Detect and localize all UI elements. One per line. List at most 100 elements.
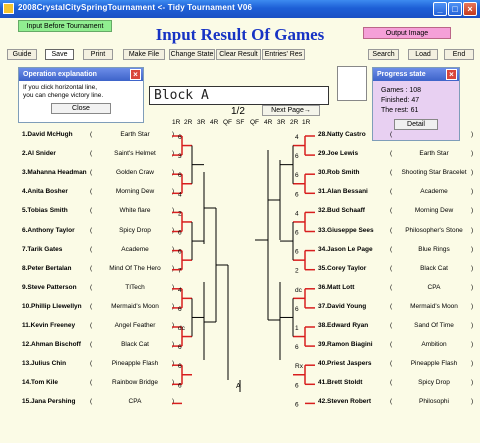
player-row[interactable]: 8.Peter Bertalan(Mind Of The Hero) — [22, 265, 174, 276]
player-row[interactable]: 11.Kevin Freeney(Angel Feather) — [22, 322, 174, 333]
player-row[interactable]: 41.Brett Stoldt(Spicy Drop) — [318, 379, 473, 390]
bracket-close-paren: ) — [172, 283, 175, 291]
player-row[interactable]: 12.Ahman Bischoff(Black Cat) — [22, 341, 174, 352]
team-name: Rainbow Bridge — [112, 379, 158, 387]
match-score[interactable]: 6 — [295, 382, 299, 389]
player-row[interactable]: 14.Tom Kile(Rainbow Bridge) — [22, 379, 174, 390]
entries-result-button[interactable]: Entries' Res — [262, 49, 305, 60]
match-score[interactable]: 6 — [178, 230, 182, 237]
team-name: TITech — [125, 283, 145, 291]
player-row[interactable]: 3.Mahanna Headman(Golden Craw) — [22, 169, 174, 180]
player-row[interactable]: 28.Natty Castro() — [318, 131, 473, 142]
close-icon[interactable]: × — [130, 69, 141, 80]
match-score[interactable]: 1 — [295, 325, 299, 332]
player-row[interactable]: 34.Jason Le Page(Blue Rings) — [318, 246, 473, 257]
match-score[interactable]: 6 — [295, 172, 299, 179]
match-score[interactable]: 6 — [178, 134, 182, 141]
player-name: 36.Matt Lott — [318, 283, 355, 291]
guide-button[interactable]: Guide — [7, 49, 37, 60]
match-score[interactable]: 6 — [295, 153, 299, 160]
player-name: 33.Giuseppe Sees — [318, 226, 374, 234]
player-row[interactable]: 37.David Young(Mermaid's Moon) — [318, 303, 473, 314]
change-state-button[interactable]: Change State — [169, 49, 215, 60]
player-row[interactable]: 6.Anthony Taylor(Spicy Drop) — [22, 227, 174, 238]
match-score[interactable]: 6 — [178, 344, 182, 351]
player-row[interactable]: 13.Julius Chin(Pineapple Flash) — [22, 360, 174, 371]
player-row[interactable]: 2.Al Snider(Saint's Helmet) — [22, 150, 174, 161]
input-before-tournament-button[interactable]: Input Before Tournament — [18, 20, 112, 32]
match-score[interactable]: 4 — [178, 287, 182, 294]
player-row[interactable]: 32.Bud Schaaff(Morning Dew) — [318, 207, 473, 218]
match-score[interactable]: 4 — [295, 134, 299, 141]
match-score[interactable]: Rx — [295, 363, 304, 370]
match-score[interactable]: 2 — [178, 210, 182, 217]
close-icon[interactable]: × — [446, 69, 457, 80]
bracket-close-paren: ) — [471, 131, 474, 138]
player-row[interactable]: 29.Joe Lewis(Earth Star) — [318, 150, 473, 161]
bracket-open-paren: ( — [90, 379, 93, 387]
progress-state-panel: Progress state × Games : 108 Finished: 4… — [372, 67, 460, 141]
operation-close-button[interactable]: Close — [51, 103, 111, 114]
output-image-button[interactable]: Output Image — [363, 27, 451, 39]
bracket-close-paren: ) — [172, 131, 175, 138]
page-indicator: 1/2 — [231, 106, 245, 117]
match-score[interactable]: 6 — [295, 191, 299, 198]
match-score[interactable]: 6 — [178, 172, 182, 179]
match-score[interactable]: 6 — [178, 249, 182, 256]
player-row[interactable]: 4.Anita Bosher(Morning Dew) — [22, 188, 174, 199]
team-name: Philosopher's Stone — [405, 226, 463, 234]
match-score[interactable]: 4 — [295, 210, 299, 217]
load-button[interactable]: Load — [408, 49, 438, 60]
match-score[interactable]: 6 — [295, 230, 299, 237]
match-score[interactable]: 3 — [178, 153, 182, 160]
player-row[interactable]: 1.David McHugh(Earth Star) — [22, 131, 174, 142]
bracket-open-paren: ( — [390, 188, 393, 196]
match-score[interactable]: 2 — [295, 268, 299, 275]
progress-panel-title: Progress state — [377, 71, 426, 78]
empty-field[interactable] — [337, 66, 367, 101]
player-row[interactable]: 35.Corey Taylor(Black Cat) — [318, 265, 473, 276]
match-score[interactable]: dc — [295, 287, 303, 294]
match-score[interactable]: dc — [178, 325, 186, 332]
match-score[interactable]: 7 — [178, 268, 182, 275]
minimize-button[interactable]: _ — [433, 2, 447, 16]
player-row[interactable]: 7.Tarik Gates(Academe) — [22, 246, 174, 257]
bracket-open-paren: ( — [90, 188, 93, 196]
next-page-button[interactable]: Next Page→ — [262, 105, 320, 116]
bracket-close-paren: ) — [172, 360, 175, 368]
save-button[interactable]: Save — [45, 49, 74, 60]
bracket-open-paren: ( — [90, 341, 93, 349]
player-row[interactable]: 40.Priest Jaspers(Pineapple Flash) — [318, 360, 473, 371]
make-file-button[interactable]: Make File — [123, 49, 165, 60]
player-row[interactable]: 33.Giuseppe Sees(Philosopher's Stone) — [318, 226, 473, 238]
match-score[interactable]: 6 — [295, 306, 299, 313]
player-name: 5.Tobias Smith — [22, 207, 68, 215]
player-row[interactable]: 30.Rob Smith(Shooting Star Bracelet) — [318, 169, 473, 180]
match-score[interactable]: 6 — [295, 344, 299, 351]
print-button[interactable]: Print — [83, 49, 113, 60]
detail-button[interactable]: Detail — [394, 119, 438, 130]
match-score[interactable]: 6 — [178, 382, 182, 389]
player-row[interactable]: 10.Phillip Llewellyn(Mermaid's Moon) — [22, 303, 174, 314]
match-score[interactable]: 6 — [178, 363, 182, 370]
match-score[interactable]: 6 — [178, 306, 182, 313]
search-button[interactable]: Search — [368, 49, 399, 60]
bracket-open-paren: ( — [390, 264, 393, 272]
maximize-button[interactable]: □ — [448, 2, 462, 16]
player-row[interactable]: 38.Edward Ryan(Sand Of Time) — [318, 322, 473, 333]
player-row[interactable]: 36.Matt Lott(CPA) — [318, 283, 473, 295]
player-row[interactable]: 15.Jana Pershing(CPA) — [22, 398, 174, 409]
match-score[interactable]: 6 — [295, 401, 299, 408]
team-name: Spicy Drop — [119, 226, 151, 234]
end-button[interactable]: End — [444, 49, 474, 60]
player-row[interactable]: 5.Tobias Smith(White flare) — [22, 207, 174, 218]
match-score[interactable]: 4 — [178, 191, 182, 198]
player-row[interactable]: 9.Steve Patterson(TITech) — [22, 284, 174, 295]
player-row[interactable]: 42.Steven Robert(Philosophi) — [318, 398, 473, 409]
player-row[interactable]: 39.Ramon Biagini(Ambition) — [318, 341, 473, 352]
clear-result-button[interactable]: Clear Result — [216, 49, 261, 60]
close-button[interactable]: × — [463, 2, 477, 16]
match-score[interactable]: 6 — [295, 249, 299, 256]
player-row[interactable]: 31.Alan Bessani(Academe) — [318, 188, 473, 199]
